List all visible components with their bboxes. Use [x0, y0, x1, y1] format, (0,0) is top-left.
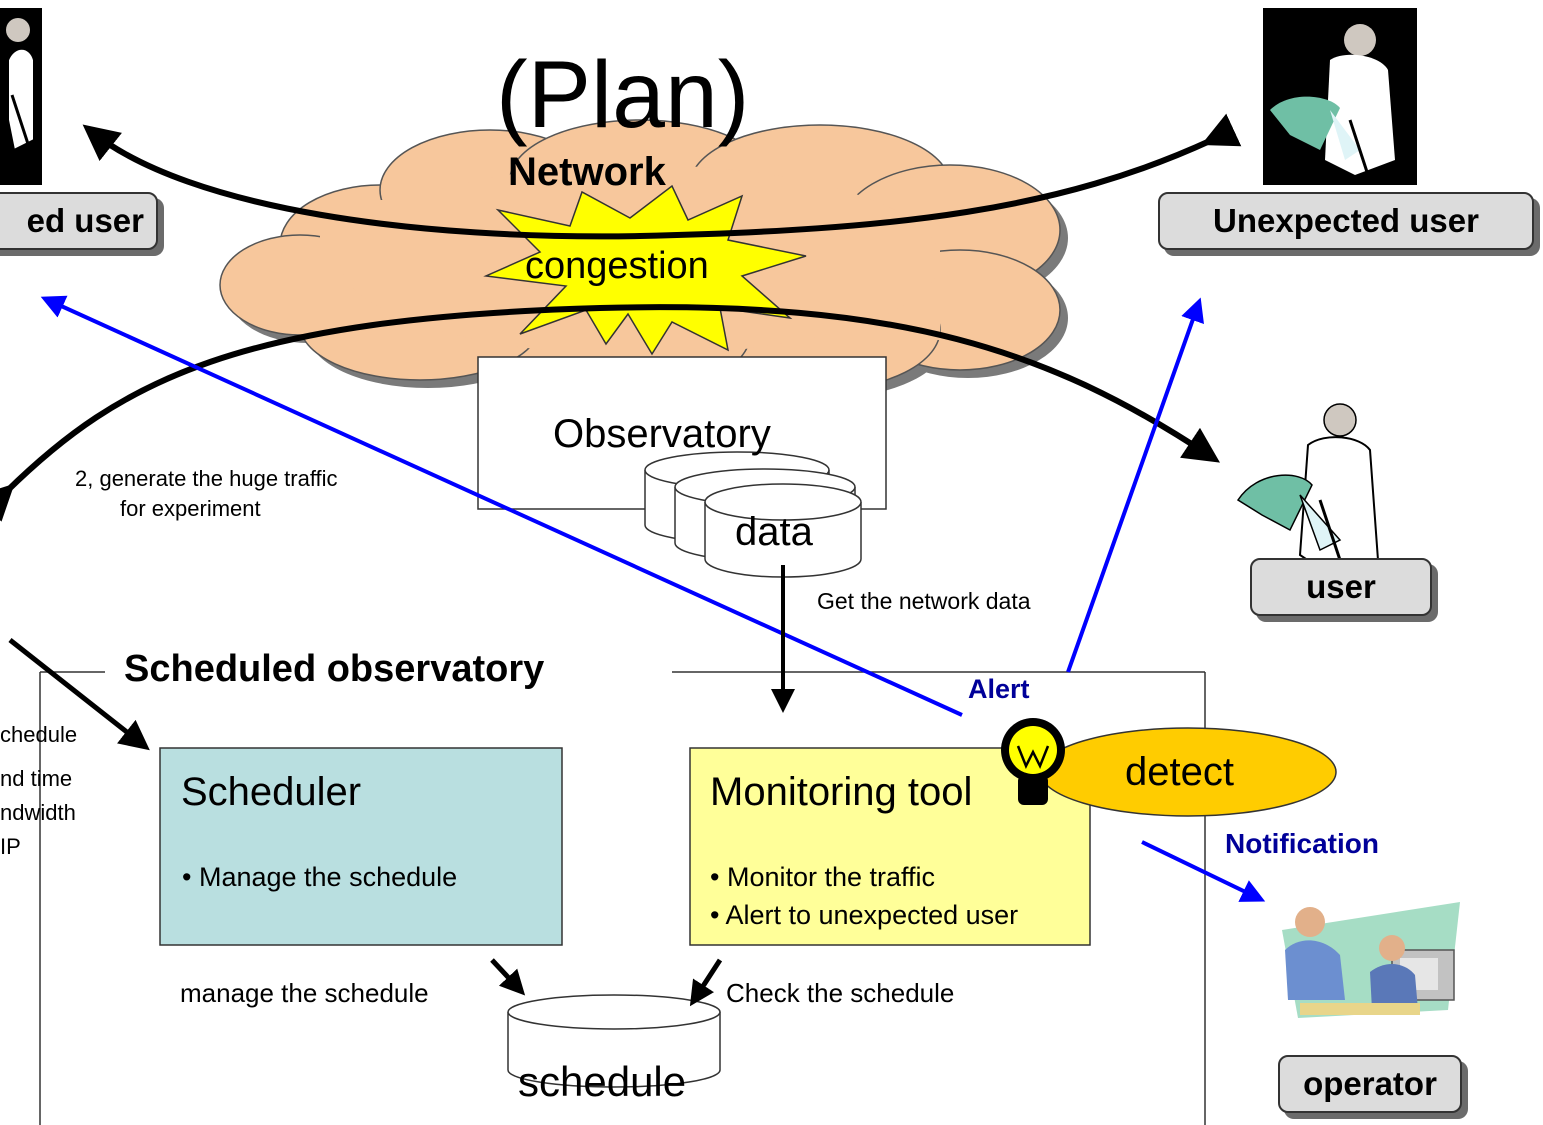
- get-network-data-label: Get the network data: [817, 588, 1031, 614]
- operator-label: operator: [1278, 1055, 1462, 1113]
- schedule-label: schedule: [518, 1058, 687, 1105]
- scheduled-observatory-label: Scheduled observatory: [124, 648, 545, 690]
- scheduler-bullet: • Manage the schedule: [182, 862, 458, 892]
- schedule-arrow: [8, 638, 150, 751]
- schedule-cylinder: [507, 994, 721, 1088]
- notification-arrow: [1141, 840, 1266, 902]
- manage-arrow: [490, 958, 526, 996]
- left-partial-1: chedule: [0, 722, 78, 747]
- expected-user-label: ed user: [0, 192, 158, 250]
- generate-traffic-label-2: for experiment: [120, 496, 261, 521]
- monitoring-title: Monitoring tool: [710, 770, 973, 814]
- unexpected-user-label: Unexpected user: [1158, 192, 1534, 250]
- left-partial-2: nd time: [0, 766, 73, 791]
- page-title: (Plan): [496, 42, 750, 148]
- monitoring-bullet-2: • Alert to unexpected user: [710, 900, 1019, 930]
- detect-label: detect: [1125, 750, 1234, 794]
- network-label: Network: [508, 150, 666, 194]
- traffic-arrow-top: [82, 113, 1242, 240]
- user-label: user: [1250, 558, 1432, 616]
- left-partial-4: IP: [0, 834, 21, 859]
- data-label: data: [735, 510, 813, 554]
- alert-arrow-left: [40, 295, 963, 717]
- notification-label: Notification: [1225, 828, 1379, 859]
- congestion-label: congestion: [525, 245, 709, 287]
- generate-traffic-label: 2, generate the huge traffic: [75, 466, 338, 491]
- monitoring-bullet-1: • Monitor the traffic: [710, 862, 936, 892]
- scientist-icon-right: [1263, 8, 1417, 185]
- traffic-arrow-bottom: [0, 304, 1221, 522]
- left-partial-3: ndwidth: [0, 800, 76, 825]
- check-schedule-label: Check the schedule: [726, 978, 955, 1008]
- lightbulb-icon: [1001, 718, 1065, 805]
- check-arrow: [689, 958, 723, 1007]
- alert-label: Alert: [968, 674, 1030, 704]
- alert-arrow-right: [1066, 297, 1204, 673]
- operator-icon: [1282, 902, 1460, 1018]
- observatory-label: Observatory: [553, 412, 771, 456]
- scheduler-title: Scheduler: [181, 770, 362, 814]
- scientist-icon-left: [0, 8, 42, 185]
- scheduler-box: [159, 747, 563, 946]
- manage-schedule-label: manage the schedule: [180, 978, 429, 1008]
- scientist-icon-user: [1236, 403, 1380, 577]
